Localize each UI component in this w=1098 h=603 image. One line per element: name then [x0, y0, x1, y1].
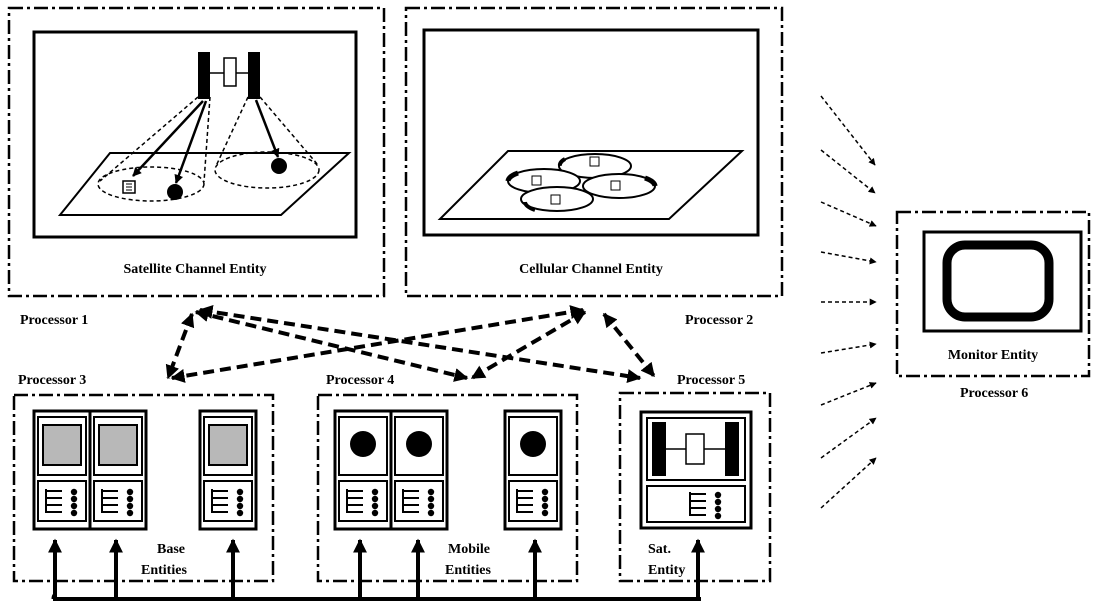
cellular-channel-panel [424, 30, 758, 235]
sat-terminal-icon [641, 412, 751, 528]
base-terminal-icon [90, 411, 146, 529]
satellite-channel-panel [34, 32, 356, 237]
satellite-channel-label: Satellite Channel Entity [34, 262, 356, 278]
processor-3-label: Processor 3 [18, 373, 86, 389]
base-terminal-icon [34, 411, 90, 529]
sat-entity-label-line2: Entity [648, 563, 685, 579]
monitor-entity-label: Monitor Entity [897, 348, 1089, 364]
mobile-entities-label-line2: Entities [445, 563, 491, 579]
processor-6-label: Processor 6 [960, 386, 1028, 402]
mobile-terminals [335, 411, 561, 529]
base-entities-label-line1: Base [157, 542, 185, 558]
processor-5-label: Processor 5 [677, 373, 745, 389]
base-terminal-icon [200, 411, 256, 529]
mobile-terminal-icon [335, 411, 391, 529]
base-entities-label-line2: Entities [141, 563, 187, 579]
monitor-feed-arrows [821, 96, 876, 508]
processor-4-label: Processor 4 [326, 373, 394, 389]
processor-2-label: Processor 2 [685, 313, 753, 329]
mobile-entities-label-line1: Mobile [448, 542, 490, 558]
processor-1-label: Processor 1 [20, 313, 88, 329]
cellular-channel-label: Cellular Channel Entity [424, 262, 758, 278]
inter-processor-links [168, 310, 654, 378]
mobile-terminal-icon [391, 411, 447, 529]
mobile-terminal-icon [505, 411, 561, 529]
sat-entity-label-line1: Sat. [648, 542, 671, 558]
base-terminals [34, 411, 256, 529]
monitor-screen-icon [924, 232, 1081, 331]
